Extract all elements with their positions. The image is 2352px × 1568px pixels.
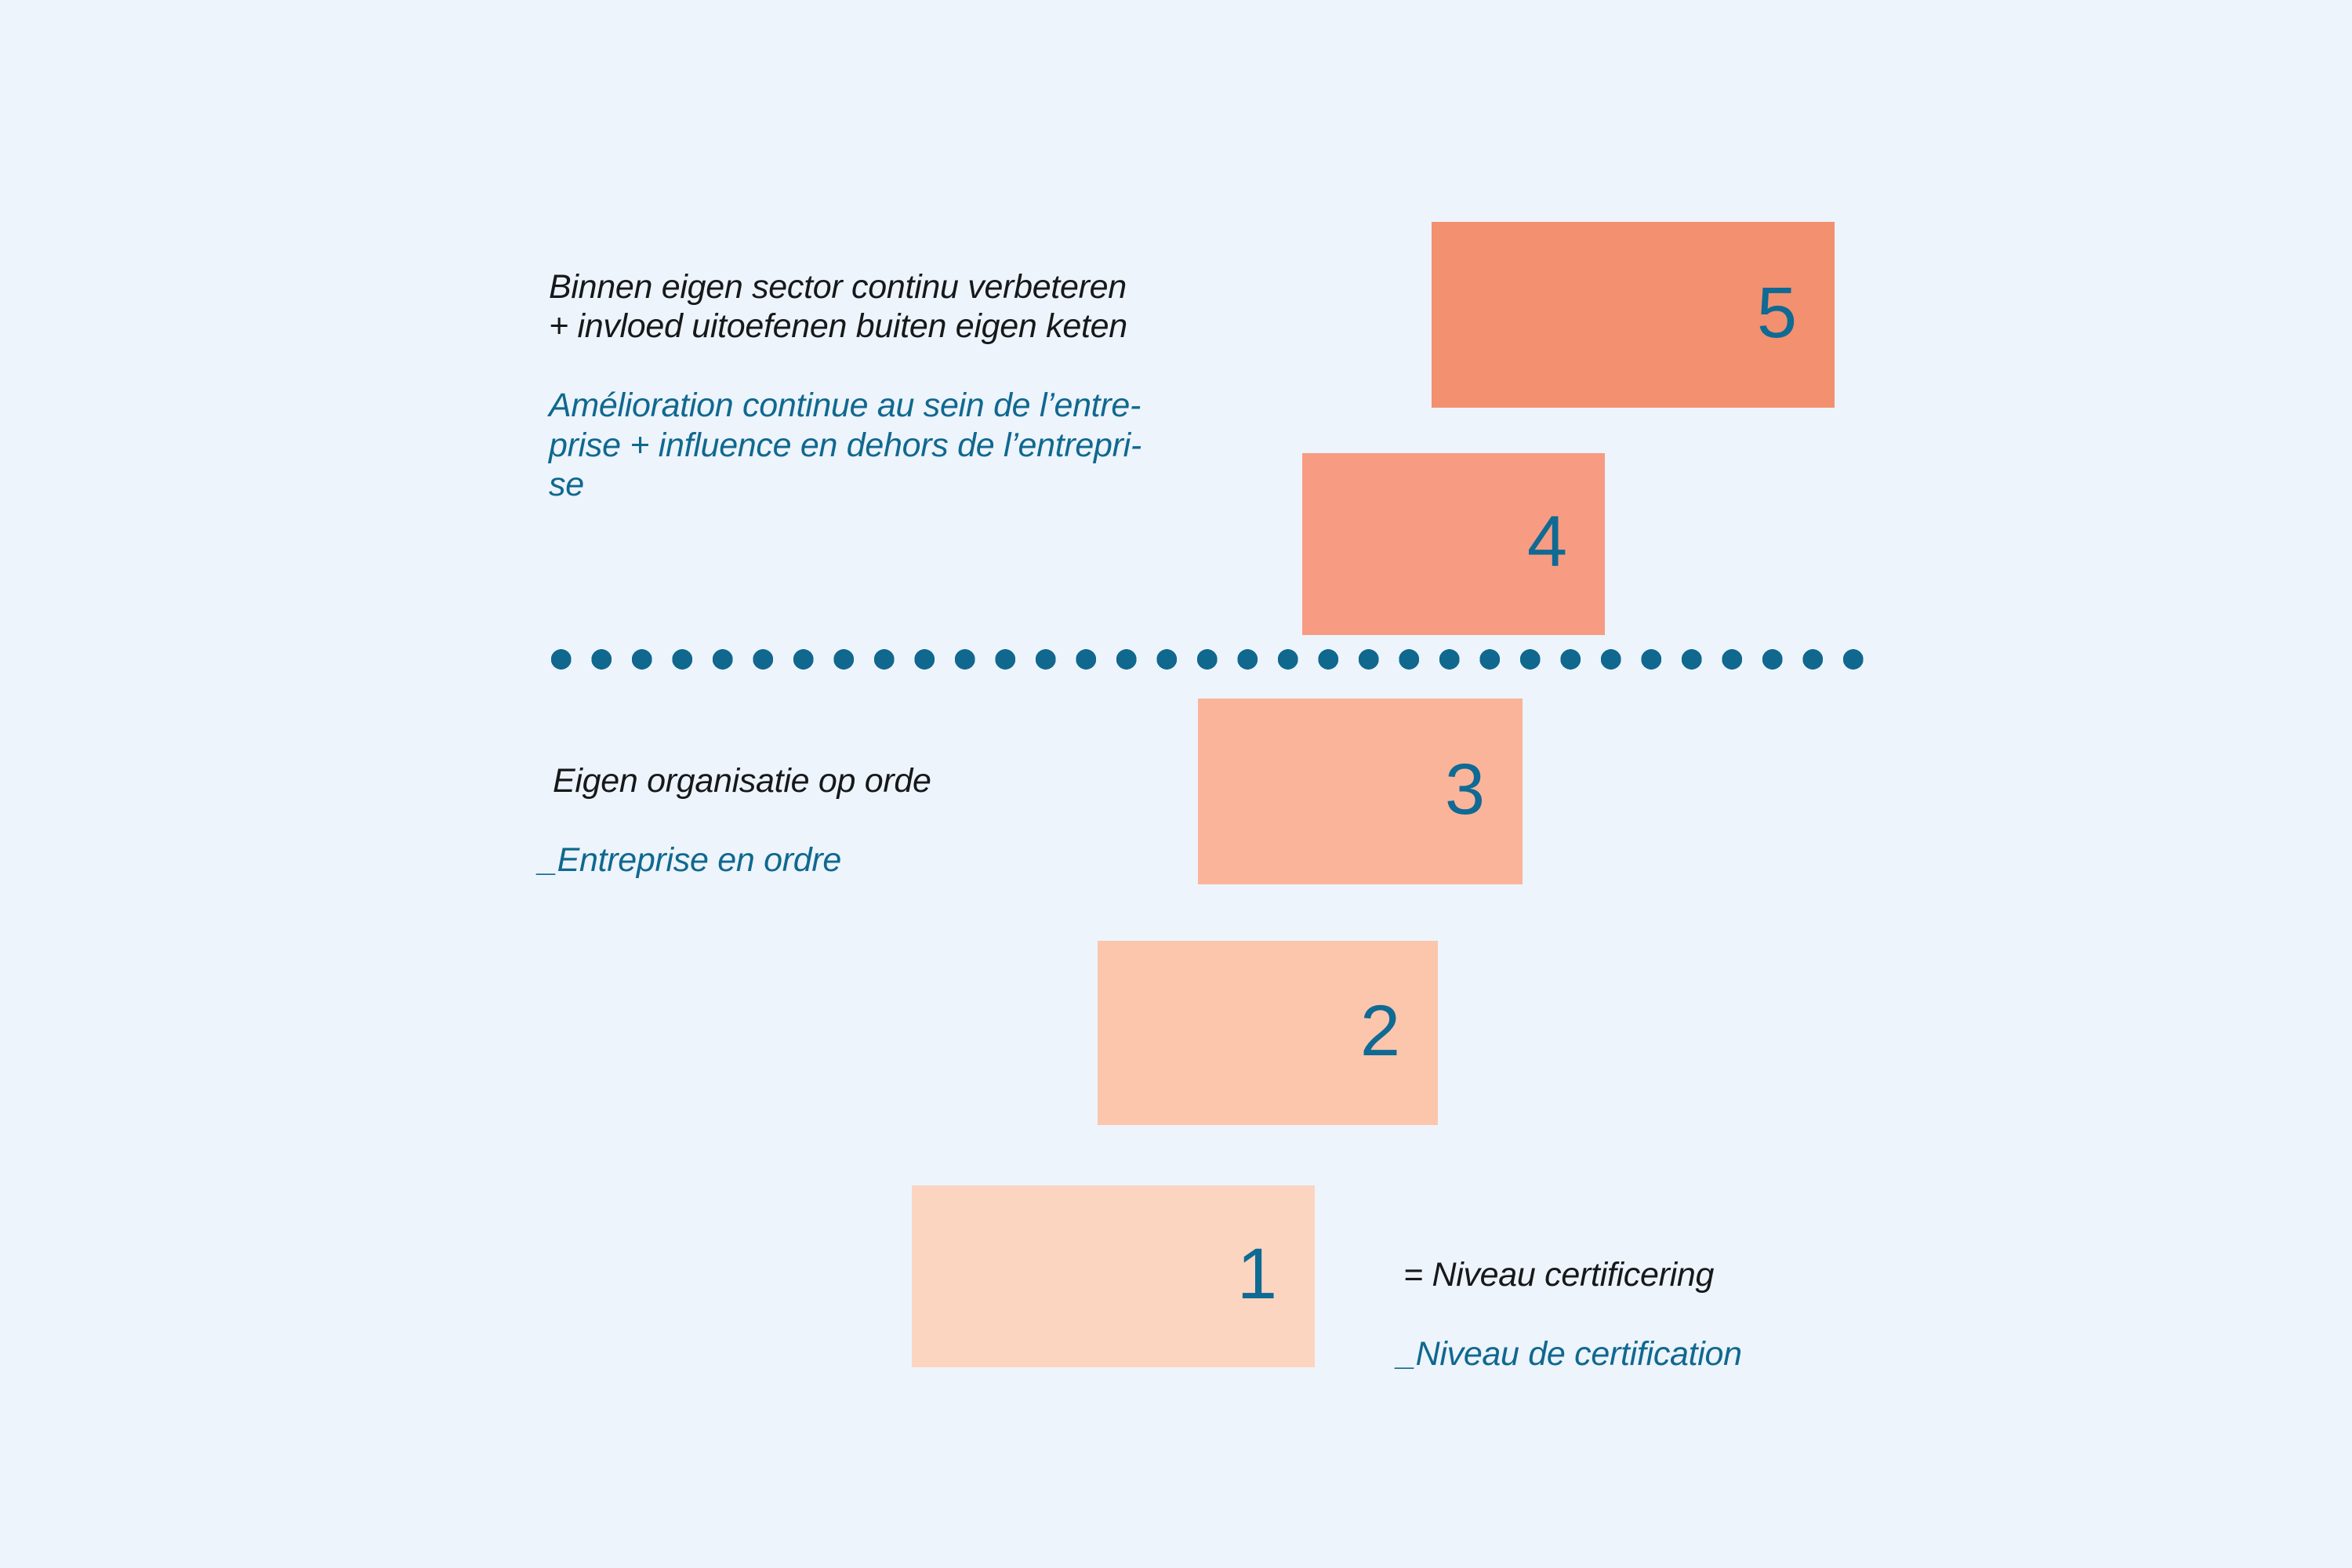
- legend-fr: _Niveau de certification: [1397, 1334, 1742, 1373]
- level-bar-3[interactable]: 3: [1198, 699, 1523, 884]
- level-number-5: 5: [1756, 272, 1797, 353]
- label-upper-nl: Binnen eigen sector continu verbeteren +…: [549, 267, 1127, 346]
- label-upper-fr: Amélioration continue au sein de l’entre…: [549, 387, 1142, 504]
- level-bar-4[interactable]: 4: [1302, 453, 1605, 635]
- level-bar-2[interactable]: 2: [1098, 941, 1438, 1125]
- level-bar-1[interactable]: 1: [912, 1185, 1315, 1367]
- legend-nl: = Niveau certificering: [1403, 1255, 1715, 1294]
- label-middle-nl: Eigen organisatie op orde: [553, 761, 931, 800]
- level-bar-5[interactable]: 5: [1432, 222, 1835, 408]
- dotted-divider-icon: [541, 649, 1874, 670]
- label-upper-levels: Binnen eigen sector continu verbeteren +…: [549, 227, 1356, 544]
- label-middle-levels: Eigen organisatie op orde _Entreprise en…: [539, 721, 1337, 920]
- level-number-4: 4: [1526, 502, 1567, 582]
- legend-certification: = Niveau certificering _Niveau de certif…: [1397, 1215, 2109, 1414]
- label-middle-fr: _Entreprise en ordre: [539, 840, 841, 879]
- level-number-1: 1: [1236, 1234, 1277, 1314]
- level-number-2: 2: [1359, 990, 1400, 1071]
- level-number-3: 3: [1444, 749, 1485, 829]
